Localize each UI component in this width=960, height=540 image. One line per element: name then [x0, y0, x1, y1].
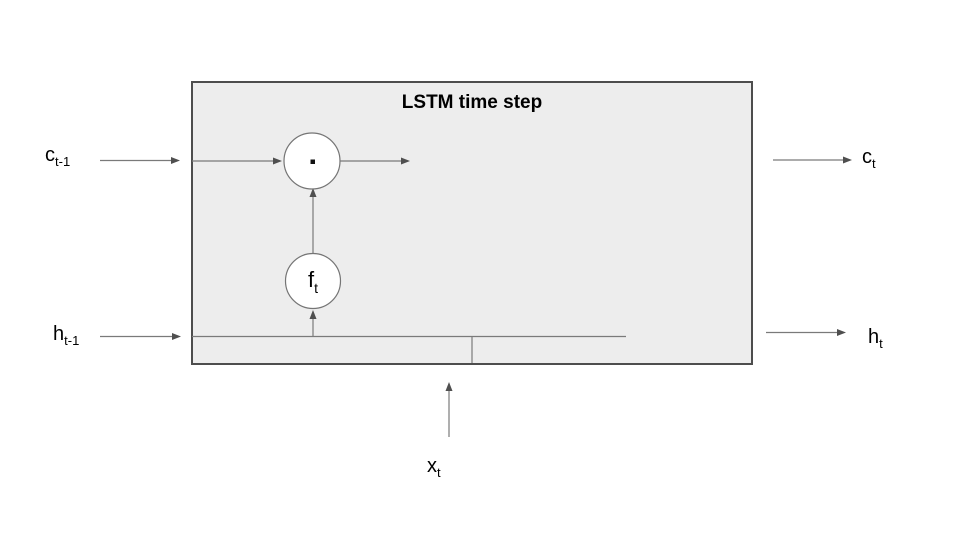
c-prev-subscript: t-1: [55, 154, 71, 169]
c-prev-input-arrowhead-icon: [171, 157, 180, 164]
forget-gate-base: f: [307, 266, 315, 292]
forget-gate-subscript: t: [314, 279, 318, 296]
forget-gate-label: ft: [283, 255, 343, 308]
hidden-to-forget-gate-arrowhead-icon: [309, 310, 317, 319]
multiply-dot-icon: [310, 159, 315, 164]
c-out-arrowhead-icon: [843, 156, 852, 164]
h-out-label: ht: [868, 327, 883, 350]
c-prev-label: ct-1: [45, 145, 70, 168]
cell-state-to-multiply-arrowhead-icon: [273, 157, 282, 165]
h-out-subscript: t: [879, 336, 883, 351]
forget-gate-node: [284, 252, 342, 310]
h-out-base: h: [868, 326, 880, 348]
c-out-subscript: t: [872, 156, 876, 171]
box-title: LSTM time step: [401, 92, 543, 113]
x-input-base: x: [427, 455, 437, 477]
x-input-subscript: t: [437, 465, 441, 480]
h-prev-input-arrowhead-icon: [172, 333, 181, 340]
x-input-arrowhead-icon: [445, 382, 453, 391]
c-prev-base: c: [45, 144, 55, 166]
x-input-label: xt: [427, 456, 441, 479]
forget-gate-to-multiply-arrowhead-icon: [309, 188, 317, 197]
c-out-label: ct: [862, 147, 876, 170]
lstm-cell-box: [191, 81, 753, 365]
multiply-output-arrowhead-icon: [401, 157, 410, 165]
h-prev-label: ht-1: [53, 324, 79, 347]
h-prev-base: h: [53, 323, 65, 345]
c-out-base: c: [862, 146, 872, 168]
h-out-arrowhead-icon: [837, 329, 846, 336]
h-prev-subscript: t-1: [64, 333, 80, 348]
